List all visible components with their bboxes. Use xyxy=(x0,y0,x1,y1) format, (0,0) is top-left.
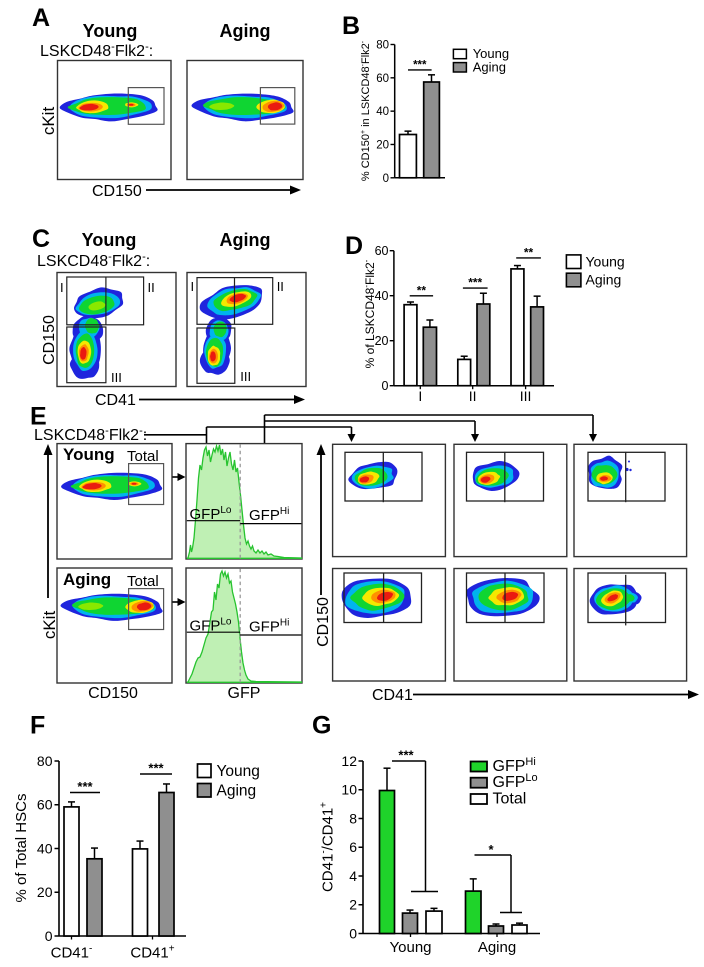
svg-text:G: G xyxy=(312,712,331,740)
svg-text:GFPHi​: GFPHi​ xyxy=(493,756,536,775)
svg-text:% CD150+​ in LSKCD48-​Flk2-​: % CD150+​ in LSKCD48-​Flk2-​ xyxy=(360,40,372,181)
svg-text:4: 4 xyxy=(349,868,357,884)
svg-text:F: F xyxy=(30,712,45,740)
svg-text:Aging: Aging xyxy=(586,272,622,288)
svg-text:% of Total HSCs: % of Total HSCs xyxy=(13,794,30,903)
svg-text:60: 60 xyxy=(376,73,389,85)
svg-text:cKit: cKit xyxy=(40,611,59,640)
svg-text:40: 40 xyxy=(376,106,389,118)
svg-text:Aging: Aging xyxy=(63,570,111,589)
svg-text:0: 0 xyxy=(45,928,53,944)
svg-text:C: C xyxy=(32,225,50,253)
svg-text:CD41-​/CD41+​: CD41-​/CD41+​ xyxy=(319,802,337,892)
svg-text:LSKCD48-​Flk2-​:: LSKCD48-​Flk2-​: xyxy=(37,251,150,270)
svg-text:I: I xyxy=(191,279,195,294)
svg-text:***: *** xyxy=(468,276,482,290)
svg-text:LSKCD48-​Flk2-​:: LSKCD48-​Flk2-​: xyxy=(40,41,153,60)
svg-text:cKit: cKit xyxy=(39,107,58,136)
svg-text:Aging: Aging xyxy=(473,59,506,74)
svg-text:Total: Total xyxy=(127,573,159,590)
svg-text:II: II xyxy=(277,279,284,294)
svg-text:60: 60 xyxy=(37,797,53,813)
svg-text:Total: Total xyxy=(127,448,159,465)
svg-text:I: I xyxy=(418,388,422,404)
svg-text:CD41-​: CD41-​ xyxy=(51,944,93,962)
svg-text:20: 20 xyxy=(375,334,389,348)
svg-text:Aging: Aging xyxy=(220,21,271,41)
svg-text:***: *** xyxy=(148,761,164,776)
svg-text:CD150: CD150 xyxy=(92,183,142,200)
svg-text:6: 6 xyxy=(349,839,357,855)
svg-text:A: A xyxy=(32,4,50,32)
svg-text:CD41: CD41 xyxy=(372,687,413,704)
svg-text:GFP: GFP xyxy=(228,685,261,702)
svg-text:20: 20 xyxy=(37,884,53,900)
svg-text:GFPLo​: GFPLo​ xyxy=(493,772,538,791)
svg-text:Young: Young xyxy=(217,763,260,780)
svg-text:III: III xyxy=(520,388,532,404)
svg-text:Aging: Aging xyxy=(478,939,516,956)
svg-text:Young: Young xyxy=(63,445,115,464)
svg-text:GFPHi​: GFPHi​ xyxy=(249,618,289,636)
svg-text:Aging: Aging xyxy=(217,783,257,800)
svg-text:Young: Young xyxy=(82,230,137,250)
svg-text:8: 8 xyxy=(349,810,357,826)
svg-text:80: 80 xyxy=(376,40,389,52)
svg-text:% of LSKCD48-​Flk2-​: % of LSKCD48-​Flk2-​ xyxy=(362,259,377,368)
svg-text:2: 2 xyxy=(349,897,357,913)
svg-text:***: *** xyxy=(77,779,93,794)
svg-text:Young: Young xyxy=(473,46,509,61)
svg-text:GFPHi​: GFPHi​ xyxy=(249,506,289,524)
svg-text:II: II xyxy=(469,388,477,404)
svg-text:III: III xyxy=(111,370,122,385)
svg-text:CD41+​: CD41+​ xyxy=(130,944,174,962)
svg-text:12: 12 xyxy=(341,753,357,769)
svg-text:20: 20 xyxy=(376,139,389,151)
svg-text:Young: Young xyxy=(390,939,432,956)
svg-text:D: D xyxy=(345,232,363,260)
svg-text:CD150: CD150 xyxy=(41,315,58,365)
svg-text:40: 40 xyxy=(37,840,53,856)
svg-text:B: B xyxy=(342,12,360,40)
svg-text:CD41: CD41 xyxy=(95,392,136,409)
svg-text:Aging: Aging xyxy=(220,230,271,250)
svg-text:80: 80 xyxy=(37,753,53,769)
svg-text:E: E xyxy=(30,403,47,431)
svg-text:I: I xyxy=(60,280,64,295)
svg-text:Young: Young xyxy=(586,253,625,269)
svg-text:***: *** xyxy=(413,60,427,72)
svg-text:40: 40 xyxy=(375,289,389,303)
svg-text:*: * xyxy=(488,842,494,857)
svg-text:LSKCD48-​Flk2-​:: LSKCD48-​Flk2-​: xyxy=(34,425,147,444)
svg-text:**: ** xyxy=(417,283,427,297)
svg-text:***: *** xyxy=(398,748,414,763)
svg-text:III: III xyxy=(240,369,251,384)
svg-text:0: 0 xyxy=(349,925,357,941)
svg-text:Total: Total xyxy=(493,791,527,808)
svg-text:II: II xyxy=(148,280,155,295)
svg-text:**: ** xyxy=(524,245,534,259)
svg-text:60: 60 xyxy=(375,244,389,258)
svg-text:10: 10 xyxy=(341,782,357,798)
svg-text:GFPLo​: GFPLo​ xyxy=(190,505,232,523)
svg-text:Young: Young xyxy=(83,21,138,41)
svg-text:GFPLo​: GFPLo​ xyxy=(190,617,232,635)
svg-text:CD150: CD150 xyxy=(315,597,332,647)
svg-text:0: 0 xyxy=(383,173,389,185)
svg-text:0: 0 xyxy=(382,379,389,393)
svg-text:CD150: CD150 xyxy=(88,685,138,702)
